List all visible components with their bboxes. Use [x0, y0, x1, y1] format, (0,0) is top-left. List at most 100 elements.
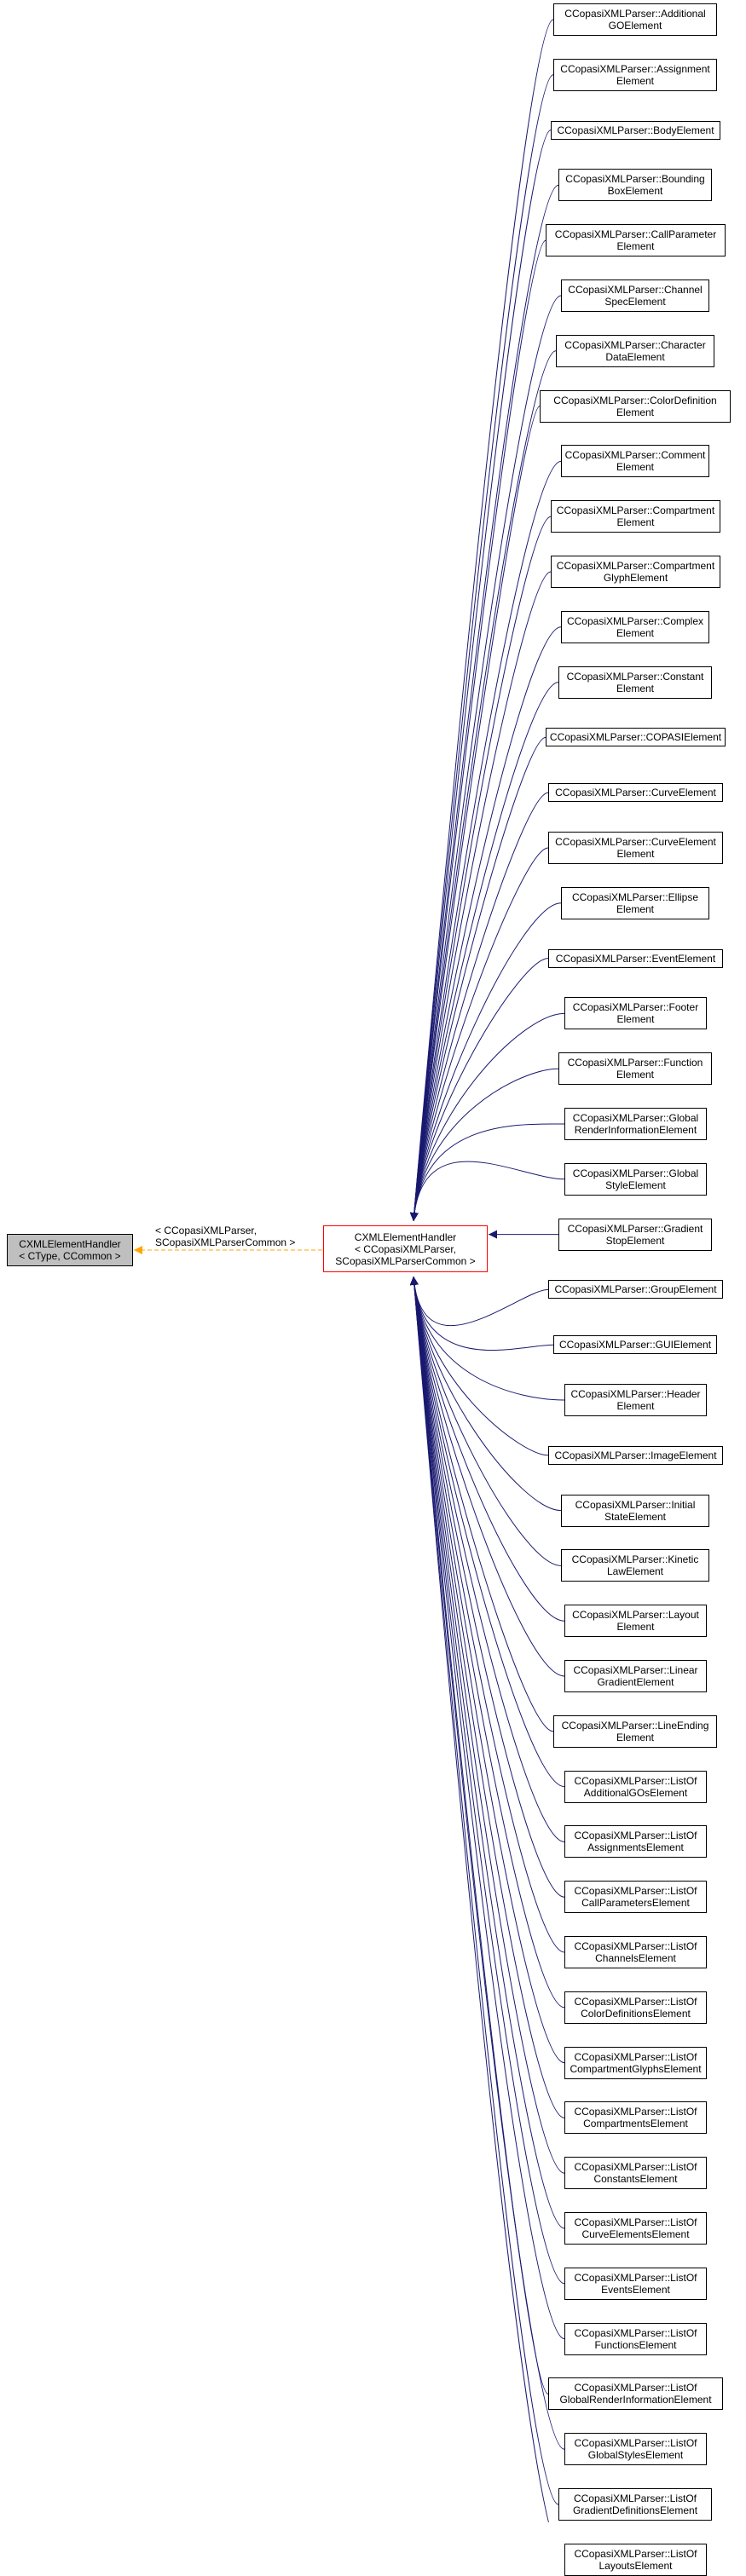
derived-class-node[interactable]: CCopasiXMLParser::GroupElement: [548, 1280, 723, 1299]
derived-class-node[interactable]: CCopasiXMLParser::GUIElement: [553, 1335, 717, 1354]
derived-class-name-suffix: Element: [616, 1732, 655, 1743]
derived-class-name: CCopasiXMLParser::Constant: [566, 671, 704, 683]
derived-class-name-suffix: Element: [616, 848, 655, 860]
derived-class-name: CCopasiXMLParser::Layout: [572, 1609, 699, 1621]
derived-class-name: CCopasiXMLParser::Kinetic: [571, 1553, 699, 1565]
derived-class-name: CCopasiXMLParser::GUIElement: [558, 1339, 712, 1351]
derived-class-name: CCopasiXMLParser::ListOf: [574, 2216, 697, 2228]
center-class-param1: < CCopasiXMLParser,: [354, 1242, 457, 1255]
inheritance-edge: [409, 1276, 565, 1842]
derived-class-name: CCopasiXMLParser::Additional: [564, 8, 706, 20]
derived-class-name-suffix: CallParametersElement: [581, 1897, 690, 1909]
inheritance-edge: [409, 736, 546, 1222]
derived-class-node[interactable]: CCopasiXMLParser::ImageElement: [548, 1446, 723, 1465]
derived-class-name: CCopasiXMLParser::ListOf: [574, 2548, 697, 2560]
derived-class-name-suffix: EventsElement: [601, 2284, 670, 2296]
derived-class-node[interactable]: CCopasiXMLParser::EventElement: [548, 949, 723, 968]
derived-class-name: CCopasiXMLParser::ListOf: [574, 2382, 697, 2394]
inheritance-edge: [409, 1276, 549, 1326]
derived-class-name: CCopasiXMLParser::Complex: [566, 615, 704, 627]
derived-class-name-suffix: GradientDefinitionsElement: [572, 2504, 698, 2516]
derived-class-name: CCopasiXMLParser::Comment: [564, 449, 706, 461]
inheritance-edge: [409, 1276, 565, 1898]
inheritance-edge: [409, 1276, 554, 1351]
derived-class-name-suffix: Element: [616, 461, 655, 473]
derived-class-name-suffix: ChannelsElement: [595, 1952, 676, 1964]
derived-class-name: CCopasiXMLParser::ListOf: [574, 2106, 697, 2118]
center-class-node[interactable]: CXMLElementHandler < CCopasiXMLParser, S…: [323, 1225, 488, 1272]
derived-class-name-suffix: ColorDefinitionsElement: [581, 2008, 691, 2020]
derived-class-name: CCopasiXMLParser::ListOf: [574, 1885, 697, 1897]
inheritance-edge: [409, 626, 562, 1222]
derived-class-name: CCopasiXMLParser::Global: [572, 1112, 699, 1124]
inheritance-edges: [409, 19, 565, 2522]
derived-class-name: CCopasiXMLParser::CallParameter: [554, 228, 717, 240]
derived-class-node[interactable]: CCopasiXMLParser::BodyElement: [551, 121, 720, 140]
base-class-name: CXMLElementHandler: [19, 1238, 121, 1250]
derived-class-name-suffix: BoxElement: [607, 185, 663, 197]
derived-class-name: CCopasiXMLParser::Compartment: [556, 504, 715, 516]
derived-class-name: CCopasiXMLParser::Character: [564, 339, 706, 351]
derived-class-name: CCopasiXMLParser::ColorDefinition: [553, 395, 717, 406]
derived-class-name: CCopasiXMLParser::Initial: [575, 1499, 696, 1511]
derived-class-name: CCopasiXMLParser::ImageElement: [554, 1449, 717, 1461]
derived-class-name: CCopasiXMLParser::ListOf: [574, 2161, 697, 2173]
inheritance-edge: [409, 1276, 565, 2008]
derived-class-name: CCopasiXMLParser::Compartment: [556, 560, 715, 572]
base-class-node[interactable]: CXMLElementHandler < CType, CCommon >: [7, 1234, 133, 1266]
inheritance-edge: [409, 1276, 565, 2174]
inheritance-edge: [409, 1276, 565, 1401]
derived-class-name: CCopasiXMLParser::Global: [572, 1167, 699, 1179]
derived-class-node[interactable]: CCopasiXMLParser::CurveElement: [548, 783, 723, 802]
derived-class-name: CCopasiXMLParser::GroupElement: [554, 1283, 717, 1295]
derived-class-name-suffix: Element: [616, 1069, 655, 1081]
derived-class-name: CCopasiXMLParser::ListOf: [574, 2437, 697, 2449]
derived-class-node[interactable]: CCopasiXMLParser::COPASIElement: [546, 728, 726, 746]
derived-class-name-suffix: Element: [616, 903, 655, 915]
derived-class-name-suffix: Element: [616, 516, 655, 528]
inheritance-edge: [409, 958, 549, 1222]
inheritance-edge: [409, 571, 552, 1222]
derived-class-name: CCopasiXMLParser::Assignment: [560, 63, 710, 75]
